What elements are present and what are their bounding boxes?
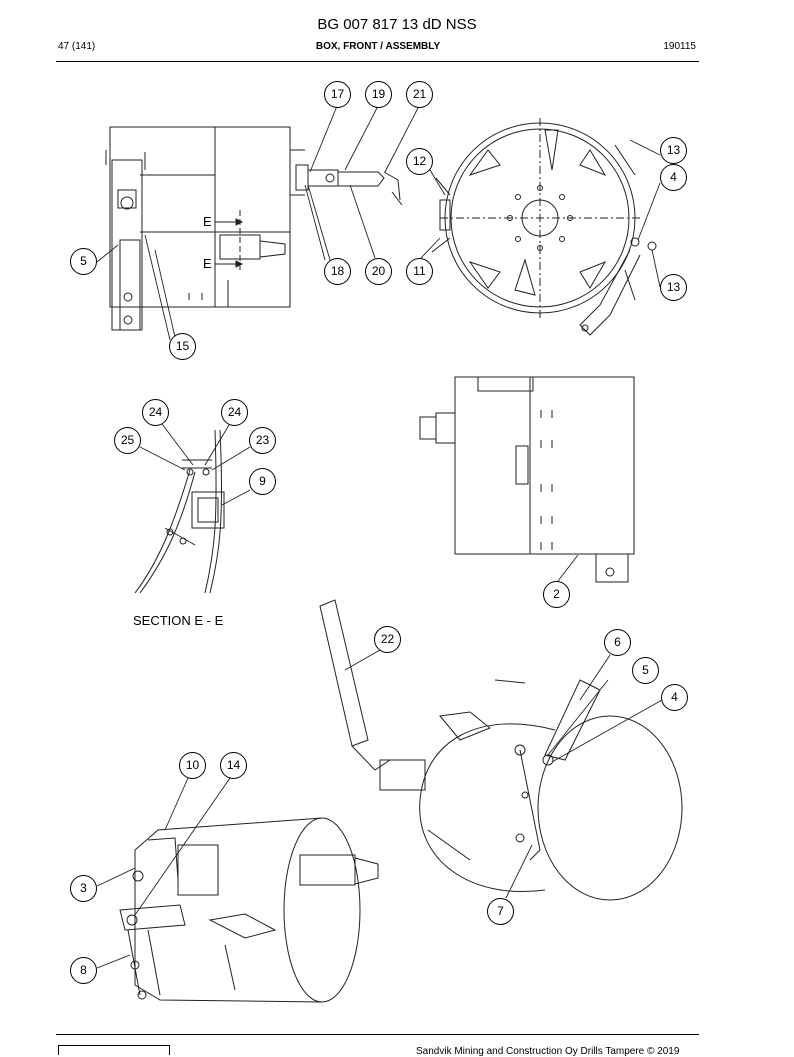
callout-3: 3	[70, 875, 97, 902]
callout-15: 15	[169, 333, 196, 360]
callout-23: 23	[249, 427, 276, 454]
footer-rule	[56, 1034, 699, 1035]
top-view	[419, 376, 635, 583]
callout-25: 25	[114, 427, 141, 454]
company-logo	[58, 1045, 170, 1055]
leader-lines	[96, 105, 663, 969]
callout-7: 7	[487, 898, 514, 925]
callout-5: 5	[70, 248, 97, 275]
document-title: BG 007 817 13 dD NSS	[317, 16, 477, 33]
callout-24a: 24	[142, 399, 169, 426]
section-mark-upper: E	[203, 214, 212, 229]
isometric-view-left	[119, 817, 379, 1003]
page-number: 47 (141)	[58, 41, 96, 52]
section-view	[134, 429, 225, 594]
section-label: SECTION E - E	[133, 613, 224, 628]
callout-6: 6	[604, 629, 631, 656]
document-code: 190115	[663, 41, 696, 52]
callout-4: 4	[660, 164, 687, 191]
callout-12: 12	[406, 148, 433, 175]
callout-21: 21	[406, 81, 433, 108]
callout-8: 8	[70, 957, 97, 984]
callout-13b: 13	[660, 274, 687, 301]
callout-11: 11	[406, 258, 433, 285]
footer-copyright: Sandvik Mining and Construction Oy Drill…	[416, 1046, 680, 1057]
section-mark-lower: E	[203, 256, 212, 271]
callout-22: 22	[374, 626, 401, 653]
callout-2: 2	[543, 581, 570, 608]
callout-14: 14	[220, 752, 247, 779]
callout-17: 17	[324, 81, 351, 108]
section-title: BOX, FRONT / ASSEMBLY	[315, 41, 441, 52]
isometric-view-right	[319, 599, 683, 901]
end-view	[431, 118, 657, 336]
callout-5b: 5	[632, 657, 659, 684]
callout-18: 18	[324, 258, 351, 285]
callout-19: 19	[365, 81, 392, 108]
callout-10: 10	[179, 752, 206, 779]
callout-24b: 24	[221, 399, 248, 426]
callout-4b: 4	[661, 684, 688, 711]
callout-13: 13	[660, 137, 687, 164]
header-rule	[56, 61, 699, 62]
side-view	[105, 126, 403, 331]
callout-9: 9	[249, 468, 276, 495]
callout-20: 20	[365, 258, 392, 285]
